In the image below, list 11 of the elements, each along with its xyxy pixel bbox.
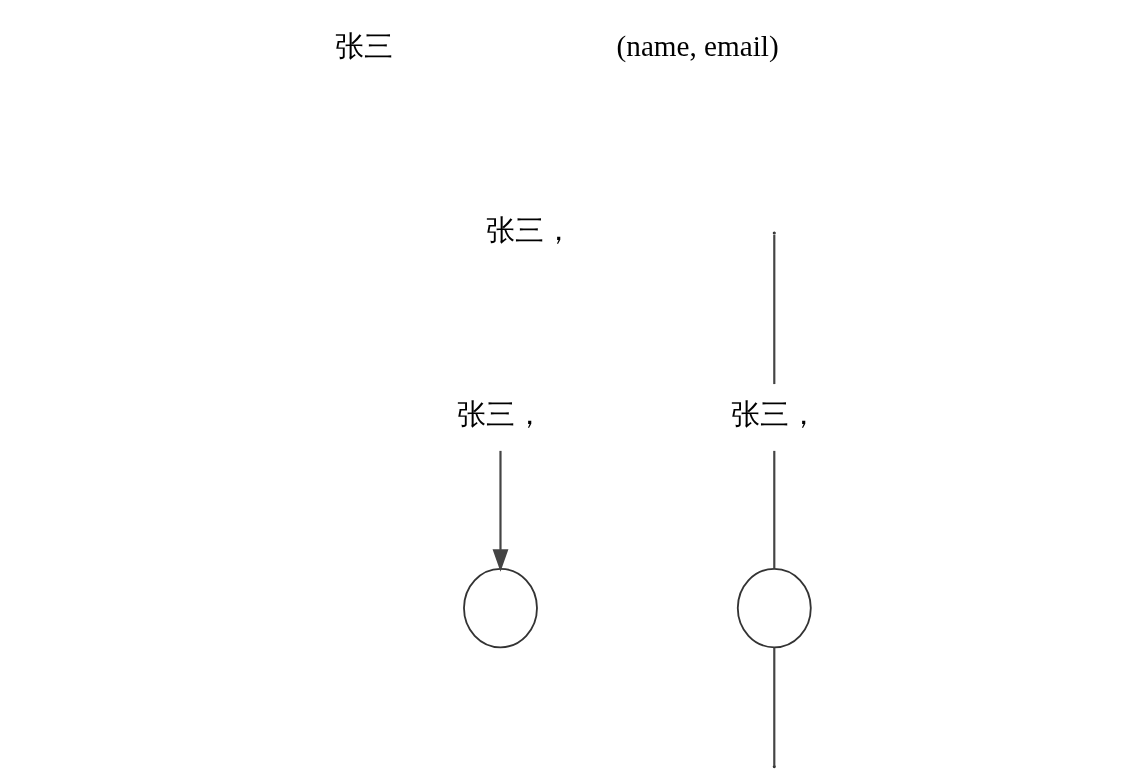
node-text: (name, email) xyxy=(616,29,779,62)
node-text: 张三 xyxy=(334,29,393,62)
node-text: 张三， xyxy=(730,398,818,431)
arrow xyxy=(492,450,509,572)
connector xyxy=(773,450,776,569)
node-text: 张三， xyxy=(456,398,544,431)
connector xyxy=(773,647,776,766)
node-circle xyxy=(736,567,812,649)
connector xyxy=(773,234,776,385)
node-circle xyxy=(463,567,538,649)
node-text: 张三， xyxy=(486,213,574,246)
